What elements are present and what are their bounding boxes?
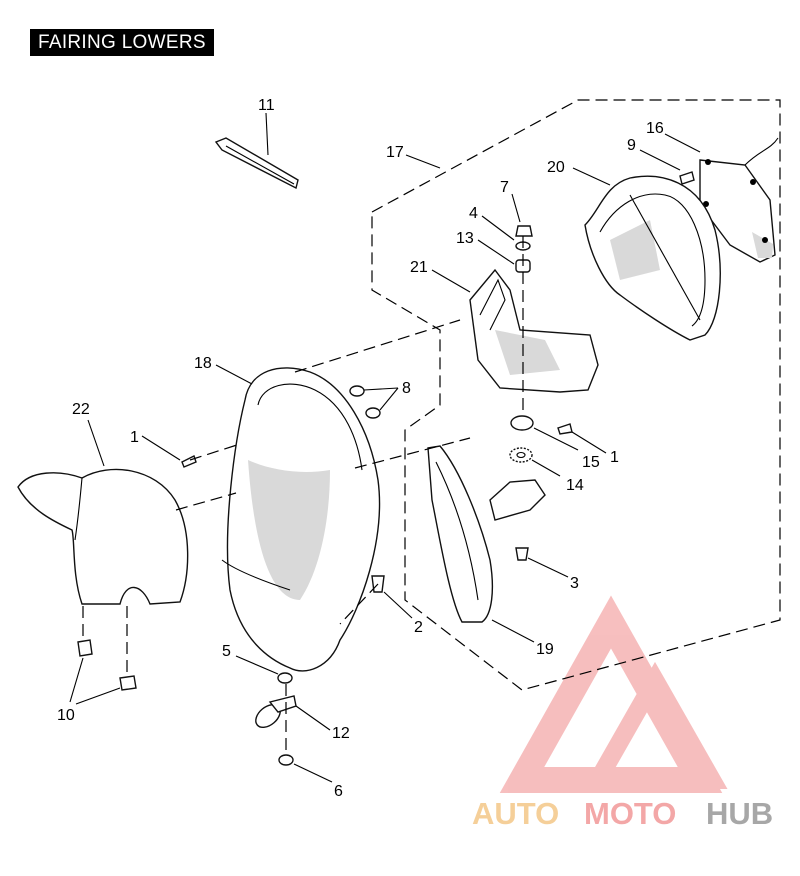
leader-lines	[69, 112, 701, 783]
part-8-grommets	[349, 385, 381, 419]
automotohub-wordmark: AUTO MOTO HUB	[472, 796, 773, 831]
callout-18: 18	[194, 355, 212, 372]
callout-16: 16	[646, 120, 664, 137]
part-1-screw-left	[181, 455, 197, 468]
part-9-screw	[679, 171, 695, 185]
automotohub-logo-watermark	[499, 595, 728, 793]
callout-13: 13	[456, 230, 474, 247]
callout-6: 6	[334, 783, 343, 800]
callout-2: 2	[414, 619, 423, 636]
part-11-cable-strap	[214, 137, 299, 190]
callout-4: 4	[469, 205, 478, 222]
callout-21: 21	[410, 259, 428, 276]
callout-11: 11	[258, 97, 275, 114]
callout-7: 7	[500, 179, 509, 196]
part-14-star-washer	[509, 447, 533, 463]
part-3-bolt	[515, 547, 529, 561]
part-21-bracket	[469, 268, 599, 393]
callout-1-left: 1	[130, 429, 139, 446]
callout-17: 17	[386, 144, 404, 161]
part-22-inner-cover	[17, 468, 189, 605]
part-15-damper	[510, 415, 534, 431]
callout-1-right: 1	[610, 449, 619, 466]
callout-9: 9	[627, 137, 636, 154]
callout-15: 15	[582, 454, 600, 471]
diagram-title: FAIRING LOWERS	[30, 29, 214, 56]
part-1-screw-right	[557, 423, 573, 435]
part-12-clamp	[255, 695, 297, 729]
part-7-nut	[515, 225, 533, 237]
subassembly-dashed-outline	[371, 99, 781, 691]
callout-22: 22	[72, 401, 90, 418]
callout-19: 19	[536, 641, 554, 658]
callout-3: 3	[570, 575, 579, 592]
wordmark-auto: AUTO	[472, 796, 559, 831]
part-5-washer	[277, 672, 293, 684]
part-6-nut	[278, 754, 294, 766]
part-20-glove-box	[584, 175, 721, 341]
part-10-clips	[77, 639, 137, 691]
callout-8: 8	[402, 380, 411, 397]
callout-14: 14	[566, 477, 584, 494]
wordmark-hub: HUB	[706, 796, 773, 831]
callout-12: 12	[332, 725, 350, 742]
callout-20: 20	[547, 159, 565, 176]
part-19-lower-panel	[427, 445, 546, 623]
wordmark-moto: MOTO	[584, 796, 676, 831]
callout-5: 5	[222, 643, 231, 660]
callout-10: 10	[57, 707, 75, 724]
part-18-fairing-shell	[221, 367, 381, 672]
